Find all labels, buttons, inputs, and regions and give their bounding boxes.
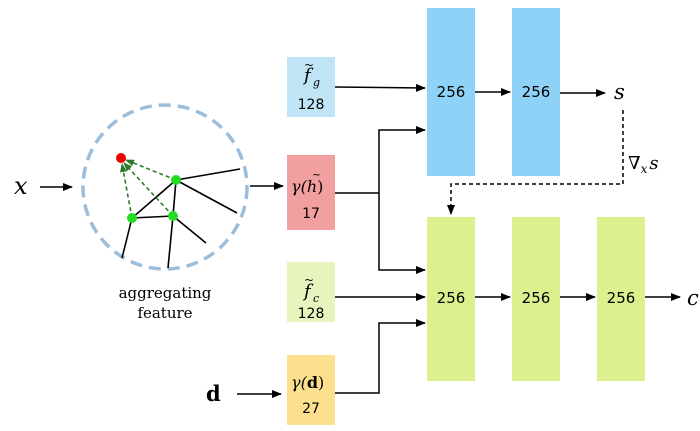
input-x-label: x [14, 172, 28, 200]
fg-to-sdf-arrow [334, 83, 426, 92]
fc-tilde: ~ [304, 273, 314, 287]
color-layer-3-label: 256 [607, 289, 636, 307]
h-tilde: ~ [312, 168, 321, 181]
d-close: ) [318, 373, 324, 392]
d-symbol: d [307, 373, 318, 392]
sdf-layer-2-label: 256 [522, 83, 551, 101]
sdf-layer-1-label: 256 [437, 83, 466, 101]
d-to-color-arrow [335, 319, 426, 394]
neighbor-point [168, 211, 178, 221]
h-to-color-arrow [378, 193, 426, 274]
h-dim: 17 [302, 206, 320, 222]
gradient-sub: x [641, 162, 648, 176]
h-label: γ(h) [291, 177, 323, 196]
gradient-nabla: ∇ [628, 153, 641, 174]
color-layer-3 [597, 217, 645, 381]
query-point [116, 153, 126, 163]
fc-dim: 128 [298, 306, 325, 322]
h-func: γ( [291, 177, 308, 196]
mesh-edge [167, 215, 174, 269]
color-layer-1 [427, 217, 475, 381]
gradient-s: s [649, 153, 658, 174]
aggregation-arrow [125, 159, 177, 181]
mesh-edge [172, 215, 207, 244]
sdf-layer-2 [512, 8, 560, 176]
feature-box-d [287, 355, 335, 425]
d-feature-label: γ(d) [291, 373, 324, 392]
mesh-edge [131, 179, 177, 219]
mesh-edge [172, 179, 177, 217]
neighborhood-circle [81, 103, 249, 271]
h-to-sdf-arrow [378, 126, 426, 193]
h-close: ) [317, 177, 323, 196]
color-output-c: c [687, 286, 699, 310]
color-layer-2-label: 256 [522, 289, 551, 307]
mesh-edge [175, 179, 238, 214]
sdf-layer-1 [427, 8, 475, 176]
neighbor-point [127, 213, 137, 223]
feature-box-fg [287, 57, 335, 117]
sdf-output-s: s [614, 80, 625, 104]
mesh-edge [121, 217, 133, 259]
mesh-edge [175, 168, 241, 181]
aggregation-arrow [120, 163, 133, 219]
d-dim: 27 [302, 401, 320, 417]
feature-box-fc [287, 262, 335, 322]
aggregator-caption-line1: aggregating [119, 284, 212, 302]
neighbor-point [171, 175, 181, 185]
mesh-edge [131, 215, 174, 219]
d-func: γ( [291, 373, 308, 392]
h-symbol: h [307, 177, 317, 196]
gradient-feedback-arrow [447, 110, 624, 215]
color-layer-2 [512, 217, 560, 381]
fg-subscript: g [313, 76, 320, 89]
fc-subscript: c [313, 292, 319, 305]
input-d-label: d [206, 381, 221, 406]
fg-dim: 128 [298, 97, 325, 113]
feature-box-h [287, 155, 335, 230]
aggregation-circle [81, 103, 249, 271]
aggregation-arrow [123, 162, 174, 217]
fg-tilde: ~ [304, 58, 314, 72]
aggregator-caption-line2: feature [137, 304, 192, 322]
color-layer-1-label: 256 [437, 289, 466, 307]
